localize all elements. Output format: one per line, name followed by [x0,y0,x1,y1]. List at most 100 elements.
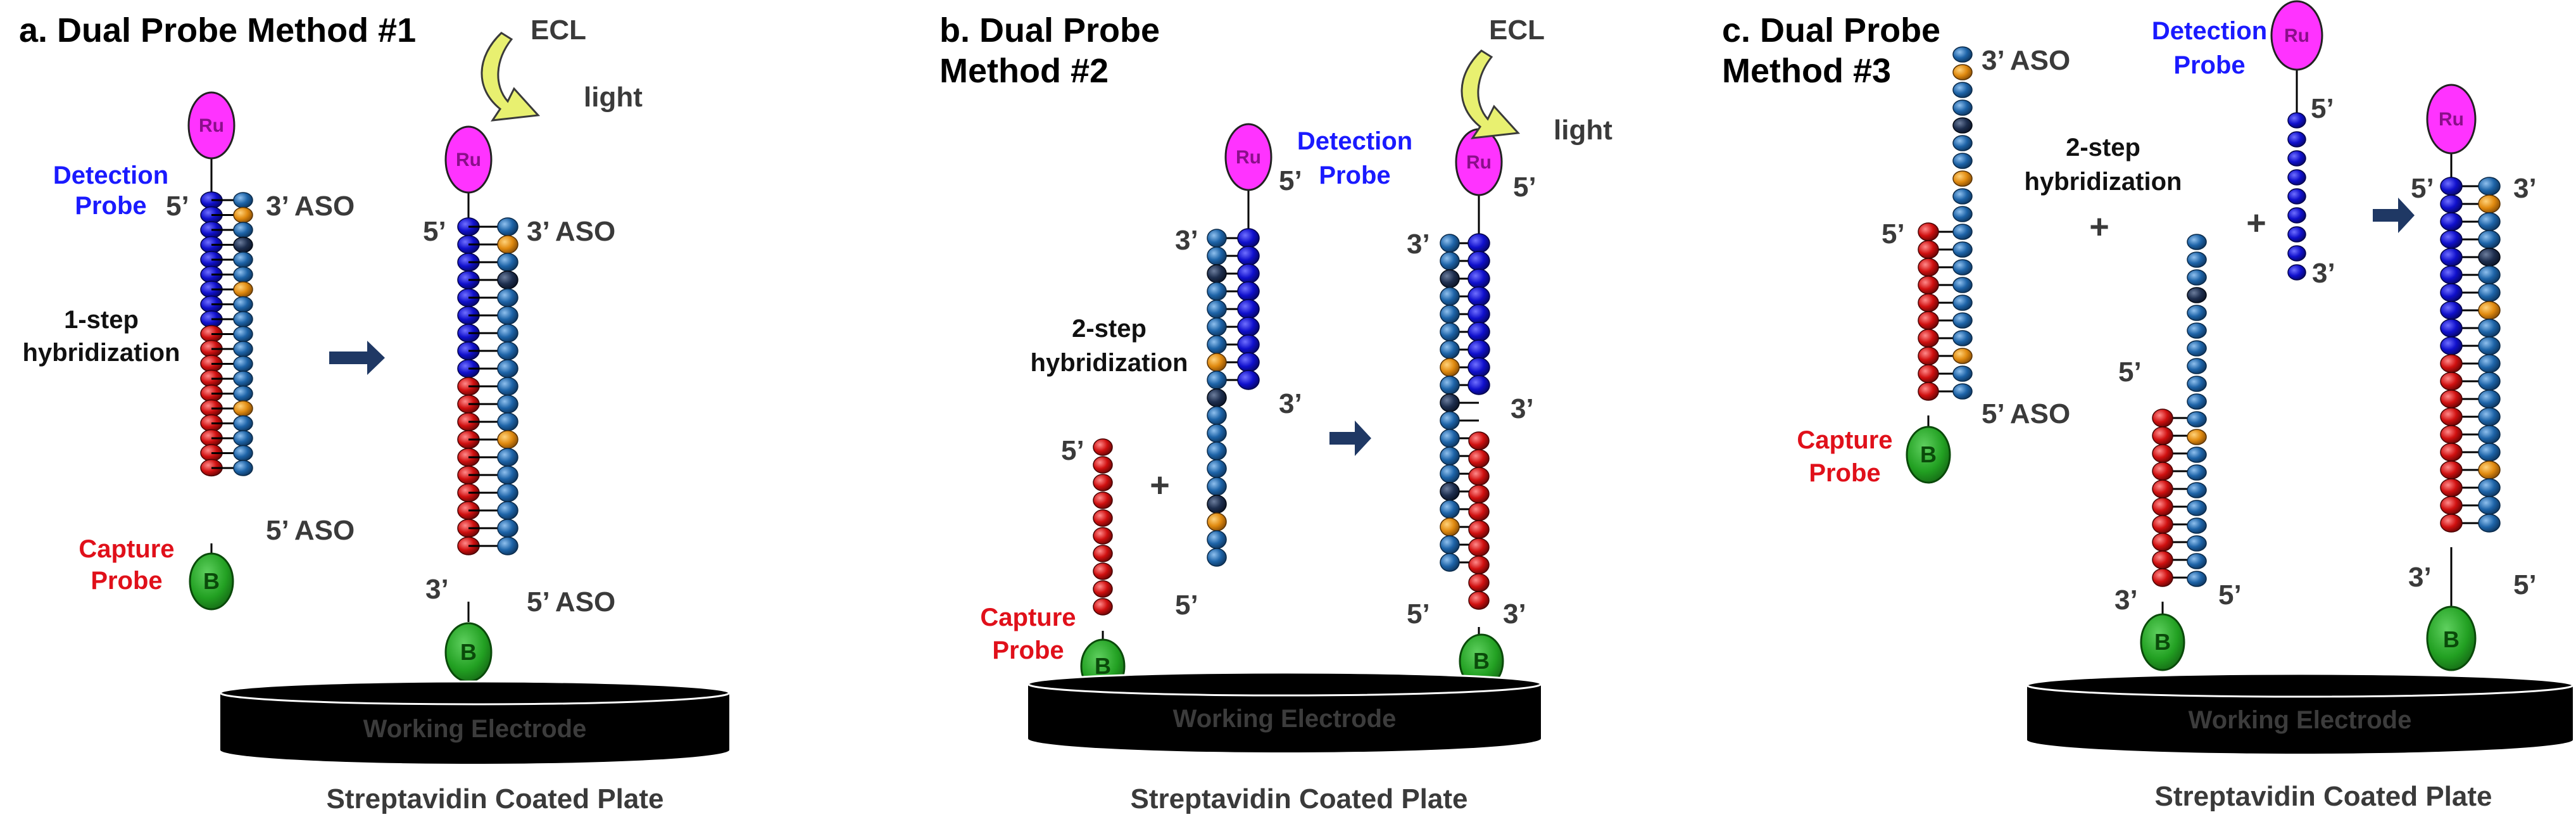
capture-probe-strand [1468,431,1490,610]
five-prime-label: 5’ [1175,590,1198,621]
nucleotide-bead [2478,390,2501,408]
nucleotide-bead [2187,411,2207,428]
five-prime-label: 5’ [423,216,446,247]
nucleotide-bead [1440,305,1460,324]
svg-text:Ru: Ru [2284,25,2309,46]
block-right-arrow-icon [1329,421,1371,456]
nucleotide-bead [233,326,253,343]
nucleotide-bead [2187,464,2207,481]
aso-strand [497,217,518,555]
nucleotide-bead [1207,335,1227,354]
nucleotide-bead [1918,382,1939,401]
step-label: 2-step [1072,315,1147,343]
nucleotide-bead [233,445,253,462]
nucleotide-bead [497,341,518,360]
svg-text:Ru: Ru [1466,152,1492,173]
nucleotide-bead [1468,484,1490,504]
panel-a-title: a. Dual Probe Method #1 [19,11,416,49]
nucleotide-bead [497,430,518,449]
nucleotide-bead [1440,251,1460,270]
panel-c-title: c. Dual Probe [1722,11,1940,49]
svg-text:B: B [1095,653,1111,679]
nucleotide-bead [1440,482,1460,501]
nucleotide-bead [1952,99,1973,116]
capture-probe-label: Capture [980,604,1076,631]
nucleotide-bead [1467,286,1490,307]
nucleotide-bead [1207,441,1227,460]
nucleotide-bead [2440,478,2463,497]
detection-probe-label: Probe [2173,51,2245,79]
ru-label-circle: Ru [444,125,493,194]
nucleotide-bead [233,192,253,208]
capture-probe-strand [1918,222,1939,401]
nucleotide-bead [2287,112,2306,129]
three-prime-label: 3’ [2513,173,2537,204]
nucleotide-bead [2187,446,2207,463]
five-prime-label: 5’ [1882,218,1905,250]
nucleotide-bead [233,430,253,446]
svg-text:B: B [1920,441,1937,467]
nucleotide-bead [2478,336,2501,355]
nucleotide-bead [2478,265,2501,284]
nucleotide-bead [1468,449,1490,468]
nucleotide-bead [1093,438,1113,456]
detection-probe-strand [1467,233,1490,395]
nucleotide-bead [1467,357,1490,377]
electrode-disc-icon [1027,671,1542,752]
step-label: hybridization [2025,168,2182,196]
nucleotide-bead [1440,376,1460,395]
capture-probe-label: Probe [992,636,1064,664]
nucleotide-bead [2152,533,2173,552]
nucleotide-bead [1237,246,1260,266]
plate-label: Streptavidin Coated Plate [2154,781,2492,812]
three-prime-label: 3’ [425,574,449,605]
three-prime-label: 3’ [1511,393,1534,424]
nucleotide-bead [2440,177,2463,196]
svg-text:Ru: Ru [2439,109,2464,130]
five-prime-label: 5’ [2118,357,2142,388]
nucleotide-bead [2478,319,2501,338]
biotin-circle: B [444,622,493,683]
nucleotide-bead [1207,388,1227,407]
ru-label-circle: Ru [1224,123,1272,191]
plus-sign: + [2089,208,2109,246]
panel-b-title: Method #2 [939,52,1109,90]
nucleotide-bead [2478,212,2501,231]
nucleotide-bead [2187,358,2207,374]
nucleotide-bead [2478,230,2501,249]
nucleotide-bead [2187,393,2207,410]
nucleotide-bead [2152,479,2173,498]
five-aso-label: 5’ ASO [527,586,615,618]
nucleotide-bead [2187,500,2207,516]
capture-probe-label: Probe [91,567,162,595]
nucleotide-bead [233,251,253,268]
nucleotide-bead [2152,426,2173,445]
panel-a: a. Dual Probe Method #1 Ru B Detection P… [19,11,731,814]
nucleotide-bead [2478,354,2501,373]
nucleotide-bead [1207,495,1227,514]
nucleotide-bead [497,448,518,467]
five-prime-label: 5’ [2513,569,2537,600]
nucleotide-bead [1207,264,1227,283]
nucleotide-bead [2478,177,2501,196]
nucleotide-bead [2478,248,2501,267]
nucleotide-bead [2152,550,2173,569]
nucleotide-bead [1952,294,1973,311]
nucleotide-bead [1952,188,1973,205]
nucleotide-bead [1952,241,1973,258]
nucleotide-bead [2478,496,2501,515]
plus-sign: + [1150,466,1170,504]
nucleotide-bead [1468,520,1490,539]
working-electrode-label: Working Electrode [363,715,587,743]
five-aso-label: 5’ ASO [1982,398,2070,429]
svg-text:Ru: Ru [1236,147,1261,168]
nucleotide-bead [1237,299,1260,319]
biotin-circle: B [2426,605,2477,671]
nucleotide-bead [2478,372,2501,391]
nucleotide-bead [233,222,253,238]
nucleotide-bead [2440,230,2463,249]
nucleotide-bead [1952,82,1973,98]
nucleotide-bead [233,415,253,432]
nucleotide-bead [1207,229,1227,248]
nucleotide-bead [1952,206,1973,222]
